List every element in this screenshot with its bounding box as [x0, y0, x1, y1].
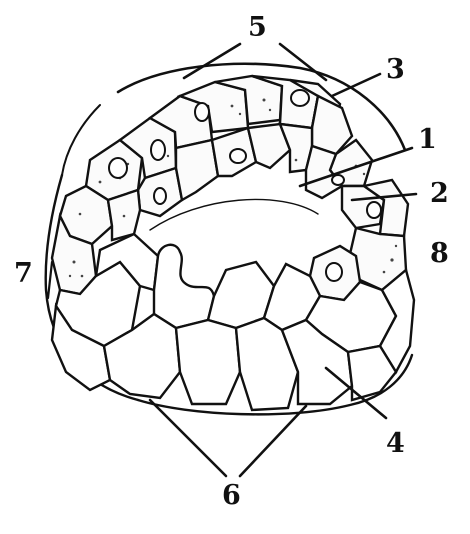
- large-cell: [154, 245, 214, 328]
- small-cell: [312, 96, 352, 154]
- leader-line-6b: [240, 406, 306, 476]
- leader-line-5b: [280, 44, 326, 80]
- cell-nucleus: [291, 90, 309, 106]
- leader-line-5a: [184, 44, 240, 78]
- label-8: 8: [430, 238, 449, 269]
- cell-nucleus: [151, 140, 165, 160]
- label-2: 2: [430, 178, 449, 209]
- label-5: 5: [248, 12, 267, 43]
- cell-nucleus: [154, 188, 166, 204]
- small-cell: [176, 140, 218, 200]
- label-1: 1: [418, 124, 437, 155]
- label-7: 7: [14, 258, 33, 289]
- cell-nucleus: [195, 103, 209, 121]
- cell-nucleus: [332, 175, 344, 185]
- cell-nucleus: [230, 149, 246, 163]
- label-3: 3: [386, 54, 405, 85]
- cell-nucleus: [109, 158, 127, 178]
- label-4: 4: [386, 428, 405, 459]
- cell-nucleus: [326, 263, 342, 281]
- large-cell: [176, 320, 240, 404]
- cell-nucleus: [367, 202, 381, 218]
- label-6: 6: [222, 480, 241, 511]
- leader-line-7: [48, 262, 52, 298]
- leader-line-3: [332, 74, 380, 96]
